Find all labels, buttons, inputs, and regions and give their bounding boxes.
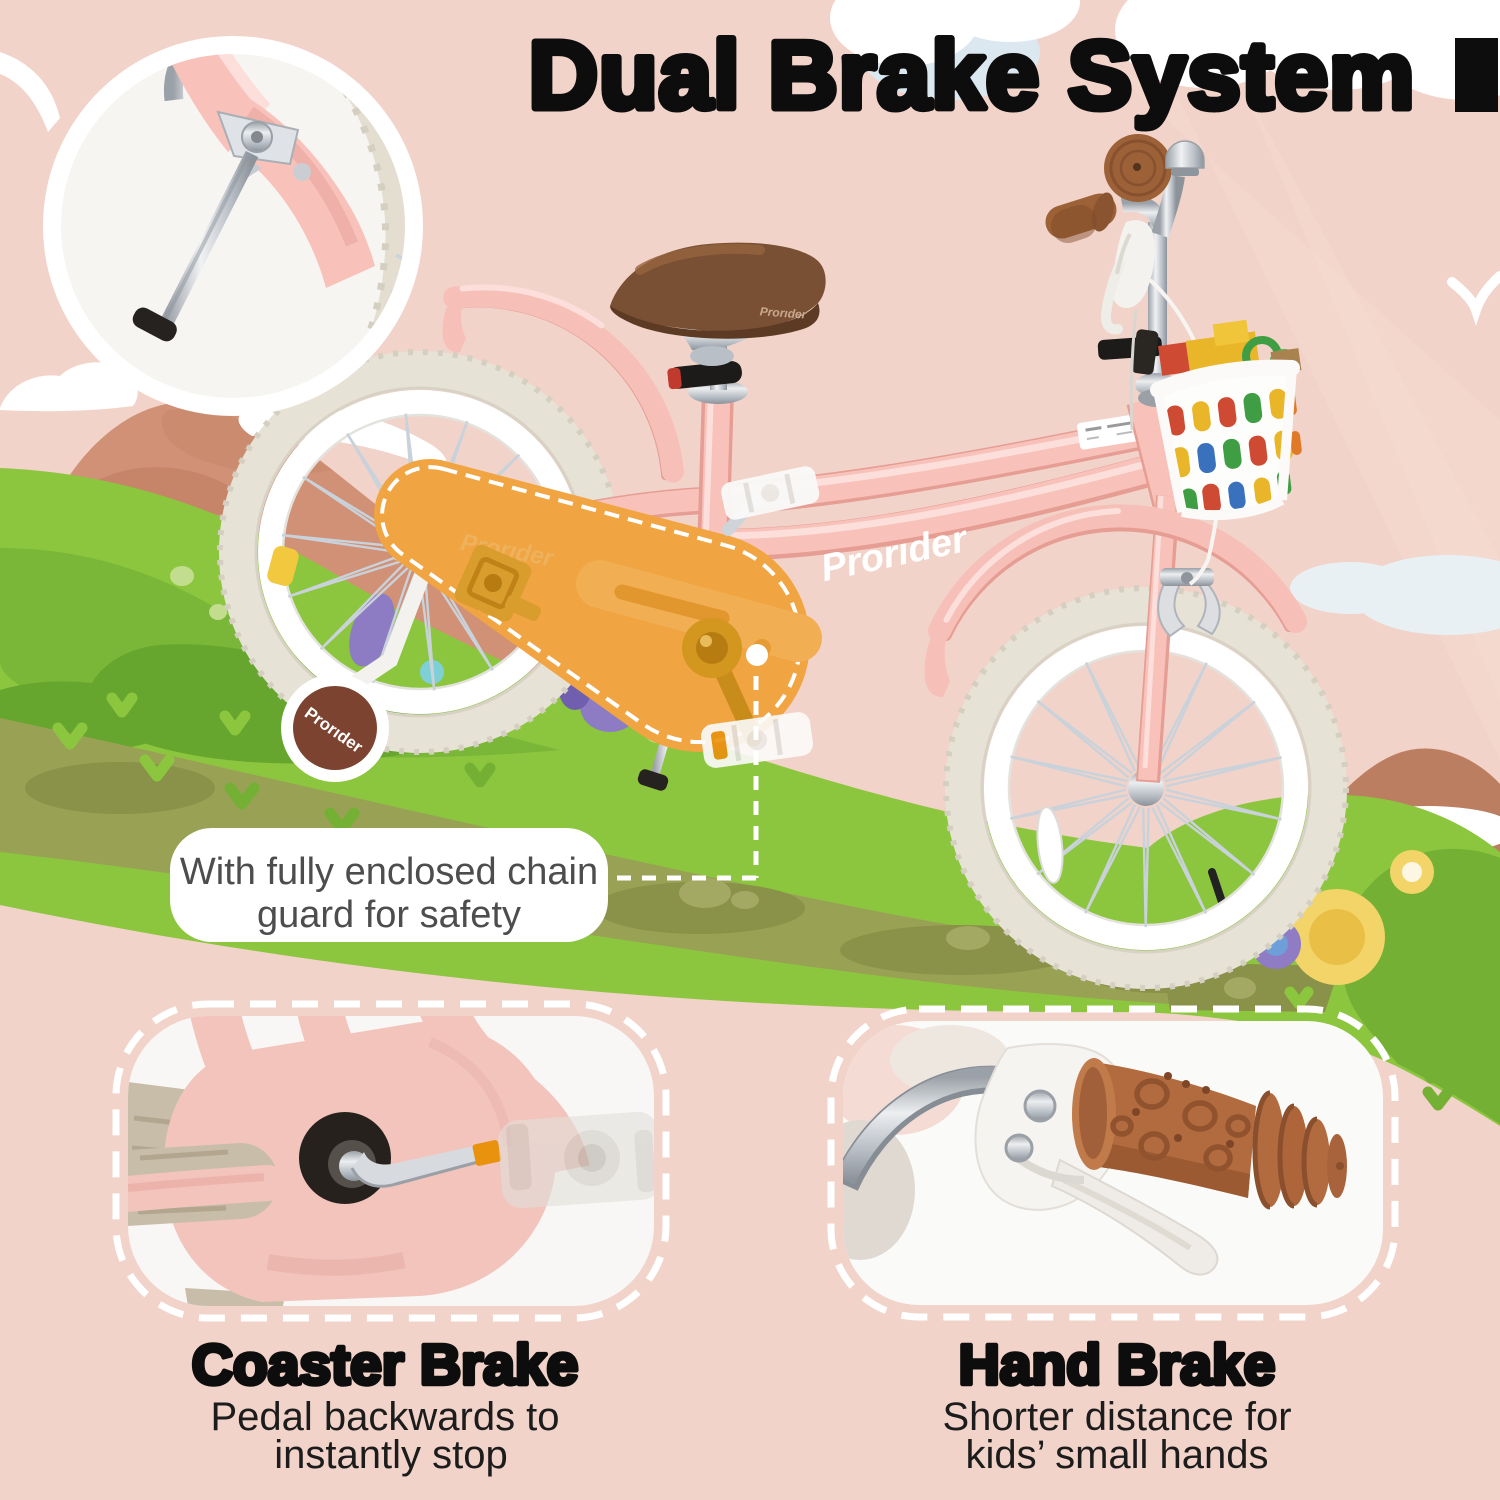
svg-text:Prorıder: Prorıder <box>759 304 808 321</box>
svg-text:With fully enclosed chain: With fully enclosed chain <box>180 851 598 893</box>
svg-text:Dual Brake System: Dual Brake System <box>529 22 1416 129</box>
svg-text:guard for safety: guard for safety <box>257 894 521 936</box>
svg-text:Pedal backwards to: Pedal backwards to <box>210 1395 559 1439</box>
svg-text:kids’ small hands: kids’ small hands <box>965 1433 1268 1477</box>
svg-text:Hand Brake: Hand Brake <box>959 1333 1276 1397</box>
svg-text:Coaster Brake: Coaster Brake <box>192 1333 579 1397</box>
svg-text:instantly stop: instantly stop <box>274 1433 507 1477</box>
svg-text:Shorter distance for: Shorter distance for <box>942 1395 1291 1439</box>
